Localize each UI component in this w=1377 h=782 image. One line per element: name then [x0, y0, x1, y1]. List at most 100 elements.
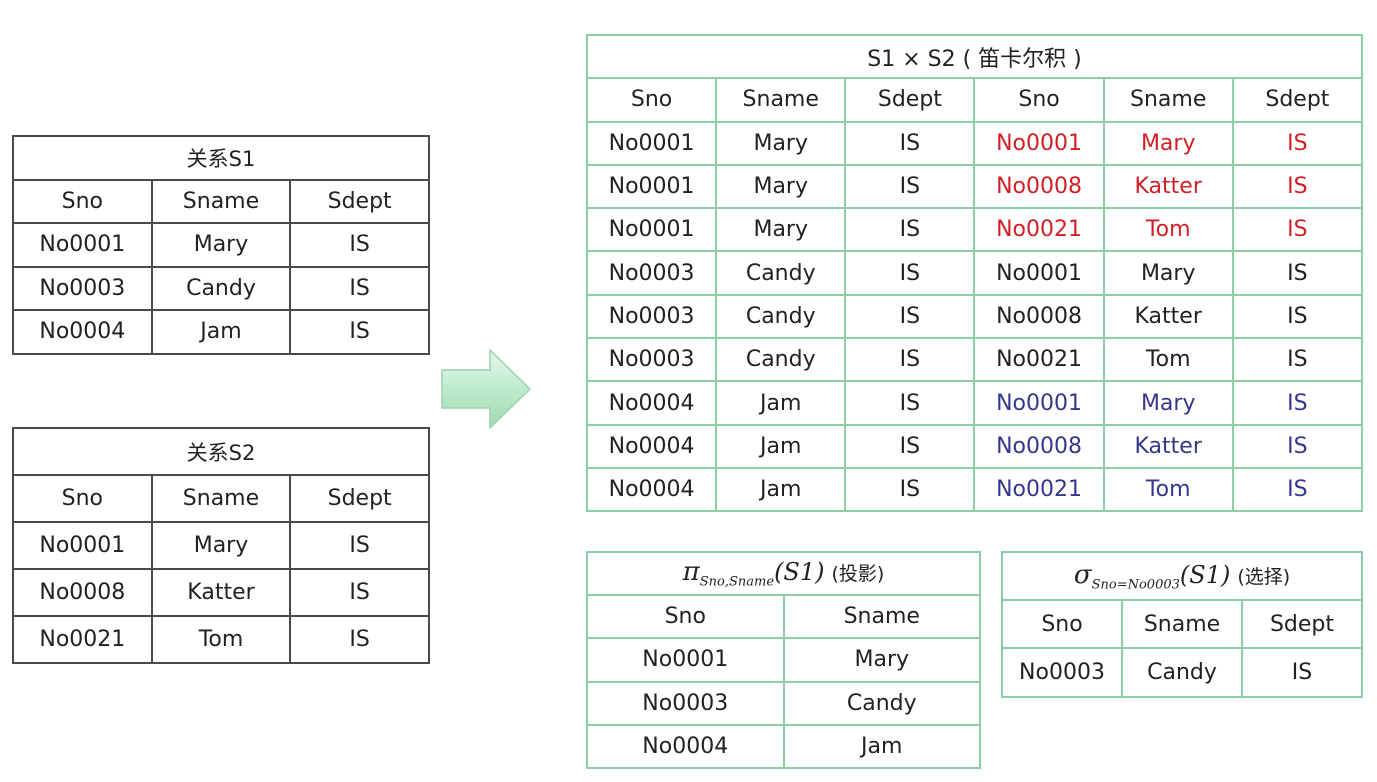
formula-argument: (S1) [774, 558, 825, 587]
projection-formula: πSno,Sname(S1) (投影) [586, 550, 981, 597]
right-arrow-icon [441, 348, 532, 430]
cell: Katter [1102, 293, 1234, 340]
cell: Jam [782, 723, 981, 769]
cell: Jam [150, 309, 292, 355]
cell: IS [1231, 250, 1364, 296]
cell: Tom [1102, 337, 1234, 383]
cell: No0008 [973, 163, 1105, 210]
cell: IS [289, 568, 430, 617]
cell: Mary [1102, 250, 1234, 296]
table-title: 关系S2 [12, 427, 430, 476]
column-header-sno: Sno [586, 594, 785, 640]
column-header-sname: Sname [150, 474, 292, 523]
cell: No0008 [973, 293, 1105, 340]
cell: IS [1231, 380, 1364, 426]
table-row: No0004 Jam [586, 723, 981, 769]
cell: No0003 [585, 337, 718, 383]
cell: IS [844, 250, 976, 296]
cell: Jam [715, 380, 847, 426]
cell: Candy [150, 265, 292, 311]
table-row: No0001 Mary [586, 637, 981, 683]
cell: IS [844, 337, 976, 383]
cell: No0004 [586, 723, 785, 769]
table-row: No0004 Jam IS [12, 309, 430, 355]
column-header-sdept: Sdept [289, 474, 430, 523]
cell: IS [1231, 163, 1364, 210]
table-title: 关系S1 [12, 135, 430, 181]
cell: IS [1231, 423, 1364, 469]
cell: No0004 [585, 423, 718, 469]
cell: No0021 [973, 466, 1105, 513]
cell: IS [844, 293, 976, 340]
cell: IS [1231, 207, 1364, 253]
table-row: No0003 Candy IS [12, 265, 430, 311]
cell: No0008 [12, 568, 153, 617]
cell: IS [289, 615, 430, 664]
column-header-sdept: Sdept [1241, 599, 1363, 649]
cell: No0004 [12, 309, 153, 355]
cell: Candy [782, 680, 981, 726]
relation-s2-table: 关系S2 Sno Sname Sdept No0001 Mary IS No00… [12, 427, 430, 664]
sigma-symbol: σ [1073, 559, 1092, 590]
column-header-sname: Sname [715, 77, 847, 123]
column-header-sno: Sno [973, 77, 1105, 123]
cell: IS [1231, 293, 1364, 340]
cell: IS [289, 521, 430, 570]
cell: No0004 [585, 466, 718, 513]
cell: IS [844, 207, 976, 253]
formula-note: (投影) [831, 563, 885, 586]
cell: Katter [1102, 163, 1234, 210]
table-title: S1 × S2 ( 笛卡尔积 ) [586, 33, 1363, 80]
column-header-sname: Sname [150, 178, 292, 224]
cell: No0021 [973, 207, 1105, 253]
cell: IS [844, 423, 976, 469]
projection-table: πSno,Sname(S1) (投影) Sno Sname No0001 Mar… [586, 550, 981, 769]
cell: IS [289, 265, 430, 311]
cell: Mary [150, 222, 292, 268]
cell: No0021 [12, 615, 153, 664]
cell: IS [844, 120, 976, 166]
column-header-sno: Sno [585, 77, 718, 123]
relation-s1-table: 关系S1 Sno Sname Sdept No0001 Mary IS No00… [12, 135, 430, 355]
table-row: No0001 Mary IS [12, 222, 430, 268]
cell: No0001 [585, 120, 718, 166]
cartesian-product-table: S1 × S2 ( 笛卡尔积 ) Sno Sname Sdept Sno Sna… [585, 33, 1364, 513]
cell: Candy [1121, 647, 1243, 698]
cell: Mary [1102, 380, 1234, 426]
cell: IS [844, 163, 976, 210]
formula-subscript: Sno,Sname [699, 574, 775, 590]
cell: IS [844, 380, 976, 426]
formula-subscript: Sno=No0003 [1091, 577, 1180, 593]
table-row: No0003 Candy [586, 680, 981, 726]
cell: Tom [1102, 207, 1234, 253]
formula-argument: (S1) [1179, 560, 1231, 589]
cell: No0003 [585, 293, 718, 340]
cell: No0001 [973, 380, 1105, 426]
column-header-sname: Sname [782, 594, 981, 640]
cell: No0001 [585, 163, 718, 210]
cell: No0001 [586, 637, 785, 683]
cell: IS [289, 222, 430, 268]
cell: Tom [150, 615, 292, 664]
cell: Jam [715, 423, 847, 469]
pi-symbol: π [682, 557, 700, 588]
cell: IS [1231, 337, 1364, 383]
cell: IS [1241, 647, 1363, 698]
column-header-sdept: Sdept [844, 77, 976, 123]
column-header-sdept: Sdept [289, 178, 430, 224]
selection-table: σSno=No0003(S1) (选择) Sno Sname Sdept No0… [1001, 551, 1363, 698]
cell: Candy [715, 250, 847, 296]
table-row: No0021 Tom IS [12, 615, 430, 664]
cell: IS [844, 466, 976, 513]
column-header-sno: Sno [12, 178, 153, 224]
cell: Candy [715, 293, 847, 340]
cell: No0001 [12, 222, 153, 268]
cell: No0001 [973, 250, 1105, 296]
